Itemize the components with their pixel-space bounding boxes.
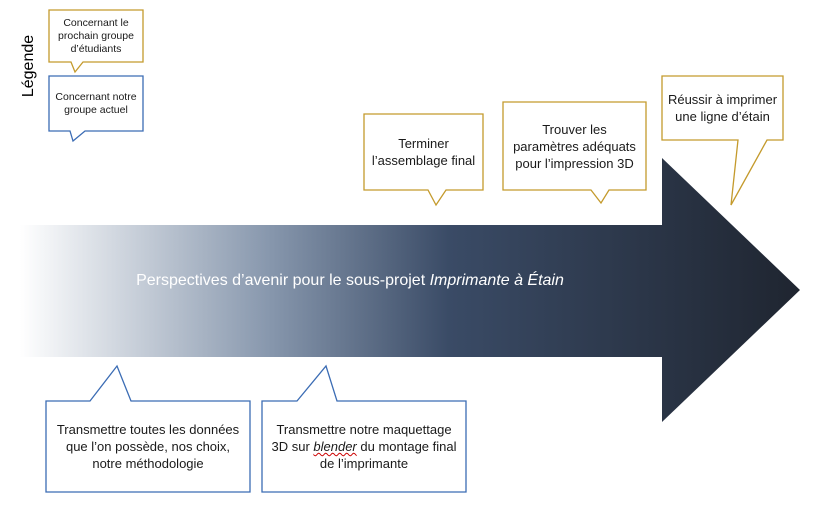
callout-transmettre-donnees: Transmettre toutes les données que l’on … [56, 422, 240, 471]
callout-parametres-line-3: pour l’impression 3D [515, 155, 634, 171]
callout-maquettage-line-3: de l’imprimante [319, 456, 409, 471]
callout-maquettage-line-2: 3D sur blender du montage final [271, 438, 456, 455]
callout-parametres-shape [502, 101, 647, 205]
callout-terminer-shape [363, 113, 484, 207]
callout-reussir-shape [661, 75, 784, 206]
legend-callout-next-group-shape [48, 9, 144, 74]
callout-terminer: Terminer l’assemblage final [366, 116, 481, 188]
callout-reussir-line-2: une ligne d’étain [675, 109, 770, 124]
callout-parametres-line-1: Trouver les [542, 121, 607, 137]
legend-current-group-text: Concernant notre groupe actuel [55, 90, 137, 116]
legend-next-group-text: Concernant le prochain groupe d’étudiant… [58, 16, 134, 55]
arrow-title-italic: Imprimante à Étain [429, 272, 564, 289]
callout-terminer-line-1: Terminer [398, 136, 449, 151]
callout-maquettage-line-1: Transmettre notre maquettage [276, 422, 452, 437]
arrow-title: Perspectives d’avenir pour le sous-proje… [60, 272, 640, 290]
callout-reussir: Réussir à imprimer une ligne d’étain [664, 78, 781, 138]
arrow-title-prefix: Perspectives d’avenir pour le sous-proje… [136, 272, 430, 289]
callout-transmettre-maquettage: Transmettre notre maquettage 3D sur blen… [266, 403, 462, 490]
callout-maquettage-line-2-post: du montage final [356, 439, 457, 454]
legend-callout-current-group-shape [48, 75, 144, 143]
callout-parametres-line-2: paramètres adéquats [513, 138, 636, 154]
callout-reussir-line-1: Réussir à imprimer [667, 92, 778, 107]
callout-maquettage-line-2-pre: 3D sur [271, 439, 314, 454]
big-arrow-shape [20, 158, 800, 422]
callout-parametres: Trouver les paramètres adéquats pour l’i… [505, 104, 644, 188]
callout-terminer-line-2: l’assemblage final [371, 153, 476, 168]
callout-transmettre-maquettage-shape [261, 364, 467, 493]
legend-title: Légende [20, 34, 37, 98]
callout-maquettage-blender: blender [313, 439, 357, 454]
callout-transmettre-donnees-shape [45, 364, 251, 493]
